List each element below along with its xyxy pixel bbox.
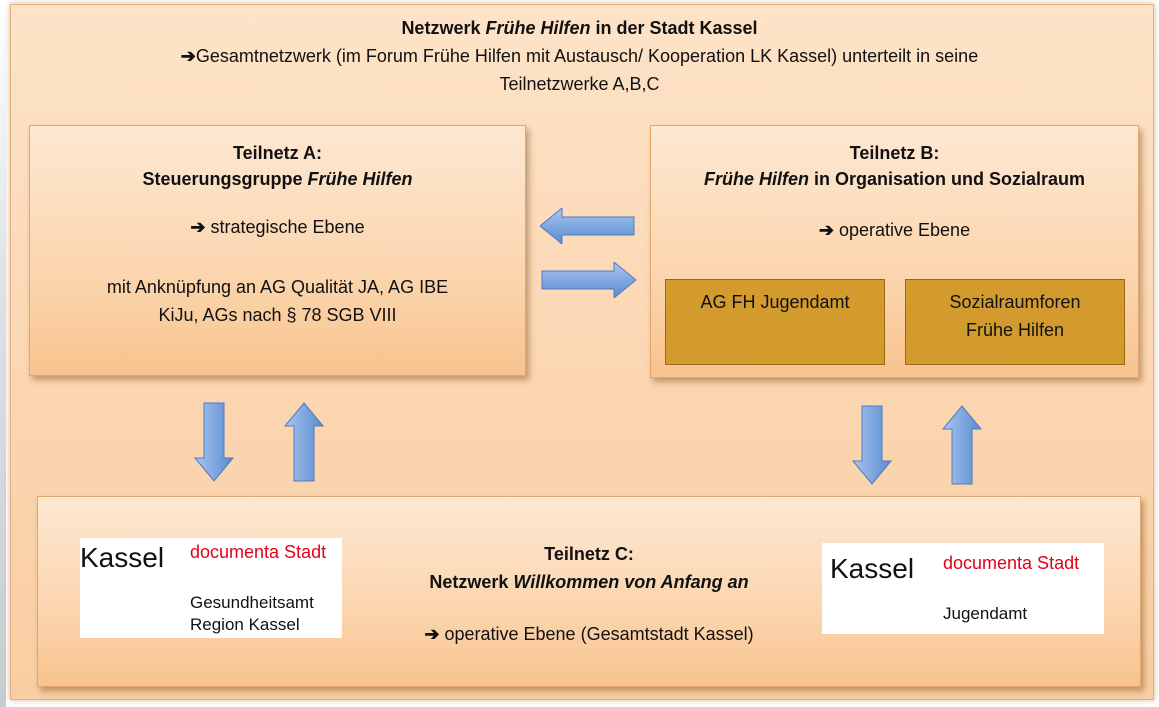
teilnetz-b-name: Frühe Hilfen in Organisation und Sozialr… xyxy=(703,169,1086,189)
teilnetz-a-note-2: KiJu, AGs nach § 78 SGB VIII xyxy=(158,305,397,325)
teilnetz-c-name: Netzwerk Willkommen von Anfang an xyxy=(429,572,749,592)
window-edge xyxy=(0,0,6,707)
arrow-up-icon xyxy=(284,402,324,482)
teilnetz-c-box: Teilnetz C: Netzwerk Willkommen von Anfa… xyxy=(37,496,1141,687)
logo-tagline: documenta Stadt xyxy=(943,553,1080,573)
arrow-right-icon: ➔ xyxy=(818,220,834,240)
teilnetz-a-level: ➔ strategische Ebene xyxy=(190,217,365,237)
teilnetz-b-heading: Teilnetz B: xyxy=(849,143,940,163)
arrow-left-icon xyxy=(540,208,635,244)
logo-jugendamt: Kassel documenta Stadt Jugendamt xyxy=(822,543,1104,634)
arrow-down-icon xyxy=(852,405,892,485)
arrow-right-icon: ➔ xyxy=(190,217,206,237)
title-line-1: Netzwerk Frühe Hilfen in der Stadt Kasse… xyxy=(401,18,758,38)
teilnetz-c-level: ➔ operative Ebene (Gesamtstadt Kassel) xyxy=(424,624,754,644)
logo-gesundheitsamt: Kassel documenta Stadt Gesundheitsamt Re… xyxy=(80,538,342,638)
arrow-right-icon: ➔ xyxy=(180,46,196,66)
logo-department: Jugendamt xyxy=(943,604,1028,623)
teilnetz-a-box: Teilnetz A: Steuerungsgruppe Frühe Hilfe… xyxy=(29,125,526,376)
arrow-right-icon: ➔ xyxy=(424,624,440,644)
logo-department: Gesundheitsamt Region Kassel xyxy=(190,593,314,634)
teilnetz-a-heading: Teilnetz A: xyxy=(233,143,322,163)
diagram-title: Netzwerk Frühe Hilfen in der Stadt Kasse… xyxy=(0,14,1159,98)
title-line-3: Teilnetzwerke A,B,C xyxy=(499,74,660,94)
teilnetz-c-heading: Teilnetz C: xyxy=(544,544,634,564)
teilnetz-a-name: Steuerungsgruppe Frühe Hilfen xyxy=(142,169,413,189)
ag-fh-jugendamt-box: AG FH Jugendamt xyxy=(665,279,885,365)
sozialraumforen-box: Sozialraumforen Frühe Hilfen xyxy=(905,279,1125,365)
arrow-right-icon xyxy=(541,262,636,298)
logo-city: Kassel xyxy=(80,542,165,573)
logo-city: Kassel xyxy=(830,553,915,584)
arrow-up-icon xyxy=(942,405,982,485)
teilnetz-b-level: ➔ operative Ebene xyxy=(818,220,971,240)
teilnetz-b-box: Teilnetz B: Frühe Hilfen in Organisation… xyxy=(650,125,1139,378)
arrow-down-icon xyxy=(194,402,234,482)
title-line-2: ➔Gesamtnetzwerk (im Forum Frühe Hilfen m… xyxy=(180,46,979,66)
logo-tagline: documenta Stadt xyxy=(190,542,327,562)
teilnetz-a-note-1: mit Anknüpfung an AG Qualität JA, AG IBE xyxy=(106,277,449,297)
